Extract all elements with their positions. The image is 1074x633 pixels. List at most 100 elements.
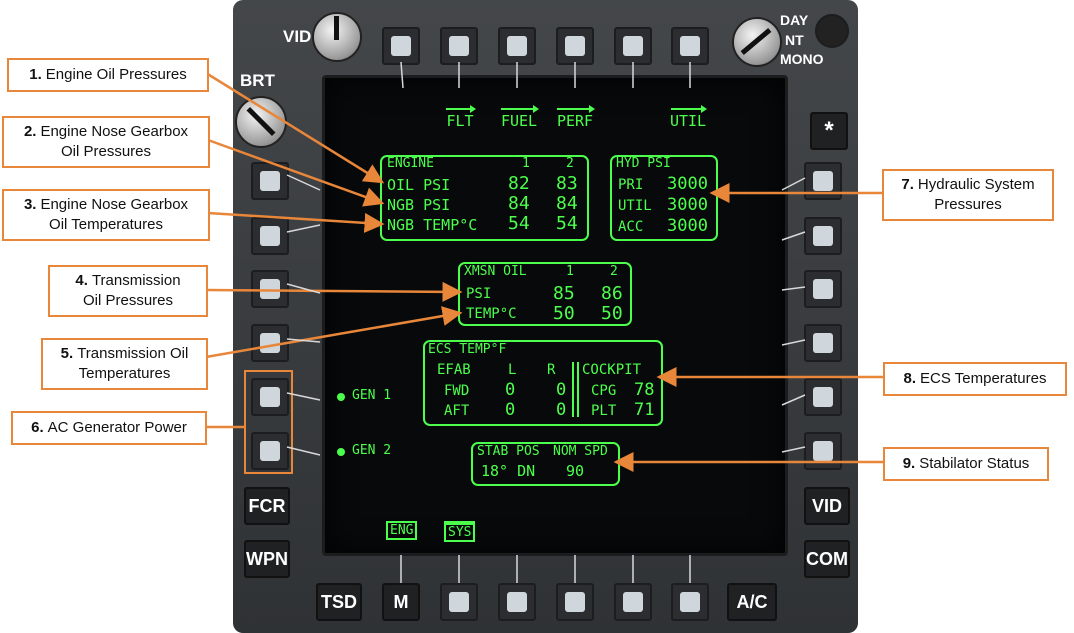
bottom-button-4[interactable] xyxy=(498,583,536,621)
left-button-gen2[interactable] xyxy=(251,432,289,470)
callout-6-text: AC Generator Power xyxy=(47,418,187,436)
callout-9-text: Stabilator Status xyxy=(919,454,1030,472)
tab-util-label: UTIL xyxy=(669,112,707,130)
left-button-gen1[interactable] xyxy=(251,378,289,416)
callout-3-text: Engine Nose Gearbox xyxy=(40,195,189,213)
left-button-4[interactable] xyxy=(251,324,289,362)
engine-row-value: 82 xyxy=(508,173,530,194)
right-button-1[interactable] xyxy=(804,162,842,200)
tab-eng[interactable]: ENG xyxy=(386,521,418,540)
ecs-divider xyxy=(572,362,574,417)
ecs-fwd-r-value: 0 xyxy=(556,380,567,400)
gen1-indicator xyxy=(337,393,345,401)
callout-6: 6.AC Generator Power xyxy=(11,411,207,445)
stab-spd-value: 90 xyxy=(566,462,585,480)
ecs-cockpit-label: COCKPIT xyxy=(582,362,642,378)
mode-mono-label: MONO xyxy=(780,51,824,67)
callout-7-num: 7. xyxy=(901,175,914,193)
engine-col2-header: 2 xyxy=(566,156,574,171)
callout-5-text2: Temperatures xyxy=(78,365,171,382)
top-button-2[interactable] xyxy=(440,27,478,65)
callout-7: 7.Hydraulic System Pressures xyxy=(882,169,1054,221)
hyd-row-value: 3000 xyxy=(667,195,708,215)
engine-row-value: 54 xyxy=(508,213,530,234)
engine-row-value: 54 xyxy=(556,213,578,234)
bottom-button-7[interactable] xyxy=(671,583,709,621)
callout-2-text2: Oil Pressures xyxy=(60,143,152,160)
ac-button[interactable]: A/C xyxy=(727,583,777,621)
bottom-button-6[interactable] xyxy=(614,583,652,621)
tsd-button[interactable]: TSD xyxy=(316,583,362,621)
callout-3-num: 3. xyxy=(23,195,37,213)
m-button[interactable]: M xyxy=(382,583,420,621)
top-button-3[interactable] xyxy=(498,27,536,65)
callout-9: 9.Stabilator Status xyxy=(883,447,1049,481)
callout-7-text: Hydraulic System xyxy=(917,175,1035,193)
tab-perf[interactable]: PERF xyxy=(555,105,595,130)
hyd-row-label: ACC xyxy=(618,219,644,235)
engine-row-label: OIL PSI xyxy=(387,176,451,194)
bottom-button-5[interactable] xyxy=(556,583,594,621)
tab-flt-label: FLT xyxy=(446,112,474,130)
right-button-2[interactable] xyxy=(804,217,842,255)
mode-day-label: DAY xyxy=(780,12,809,28)
callout-5-num: 5. xyxy=(60,344,74,362)
callout-8-text: ECS Temperatures xyxy=(920,369,1047,387)
engine-row-label: NGB PSI xyxy=(387,196,451,214)
com-button[interactable]: COM xyxy=(804,540,850,578)
callout-8-num: 8. xyxy=(903,369,917,387)
tab-fuel[interactable]: FUEL xyxy=(499,105,539,130)
engine-header: ENGINE xyxy=(387,156,434,171)
top-button-4[interactable] xyxy=(556,27,594,65)
callout-5-text: Transmission Oil xyxy=(77,344,189,362)
xmsn-col2-header: 2 xyxy=(610,264,618,279)
xmsn-row-label: PSI xyxy=(466,286,492,302)
stab-pos-label: STAB POS xyxy=(477,444,540,459)
left-button-2[interactable] xyxy=(251,217,289,255)
vid-knob[interactable] xyxy=(312,12,362,62)
hyd-row-value: 3000 xyxy=(667,216,708,236)
callout-2-text: Engine Nose Gearbox xyxy=(40,122,189,140)
mode-knob[interactable] xyxy=(732,17,782,67)
ecs-aft-label: AFT xyxy=(444,403,470,419)
right-button-4[interactable] xyxy=(804,324,842,362)
tab-sys[interactable]: SYS xyxy=(444,521,476,542)
ecs-l-label: L xyxy=(508,362,517,378)
top-button-1[interactable] xyxy=(382,27,420,65)
left-button-1[interactable] xyxy=(251,162,289,200)
right-button-6[interactable] xyxy=(804,432,842,470)
ecs-aft-r-value: 0 xyxy=(556,400,567,420)
tab-fuel-label: FUEL xyxy=(500,112,538,130)
callout-4-text2: Oil Pressures xyxy=(82,292,174,309)
wpn-button[interactable]: WPN xyxy=(244,540,290,578)
right-button-3[interactable] xyxy=(804,270,842,308)
left-button-3[interactable] xyxy=(251,270,289,308)
star-button[interactable]: * xyxy=(810,112,848,150)
tab-flt[interactable]: FLT xyxy=(444,105,476,130)
ecs-aft-l-value: 0 xyxy=(505,400,516,420)
brt-knob[interactable] xyxy=(235,96,287,148)
top-button-5[interactable] xyxy=(614,27,652,65)
right-button-5[interactable] xyxy=(804,378,842,416)
callout-4-text: Transmission xyxy=(91,271,181,289)
stab-spd-label: NOM SPD xyxy=(553,444,608,459)
tab-util[interactable]: UTIL xyxy=(669,105,707,130)
top-button-6[interactable] xyxy=(671,27,709,65)
gen2-label: GEN 2 xyxy=(352,443,392,458)
mode-nt-label: NT xyxy=(785,32,804,48)
xmsn-header: XMSN OIL xyxy=(464,264,527,279)
callout-1-text: Engine Oil Pressures xyxy=(45,65,187,83)
callout-1: 1.Engine Oil Pressures xyxy=(7,58,209,92)
callout-5: 5.Transmission Oil Temperatures xyxy=(41,338,208,390)
callout-4: 4.Transmission Oil Pressures xyxy=(48,265,208,317)
engine-col1-header: 1 xyxy=(522,156,530,171)
fcr-button[interactable]: FCR xyxy=(244,487,290,525)
callout-3-text2: Oil Temperatures xyxy=(49,216,163,233)
vid-button[interactable]: VID xyxy=(804,487,850,525)
engine-row-value: 84 xyxy=(556,193,578,214)
callout-1-num: 1. xyxy=(29,65,42,83)
engine-row-label: NGB TEMP°C xyxy=(387,216,478,234)
bottom-button-3[interactable] xyxy=(440,583,478,621)
callout-8: 8.ECS Temperatures xyxy=(883,362,1067,396)
callout-9-num: 9. xyxy=(902,454,916,472)
